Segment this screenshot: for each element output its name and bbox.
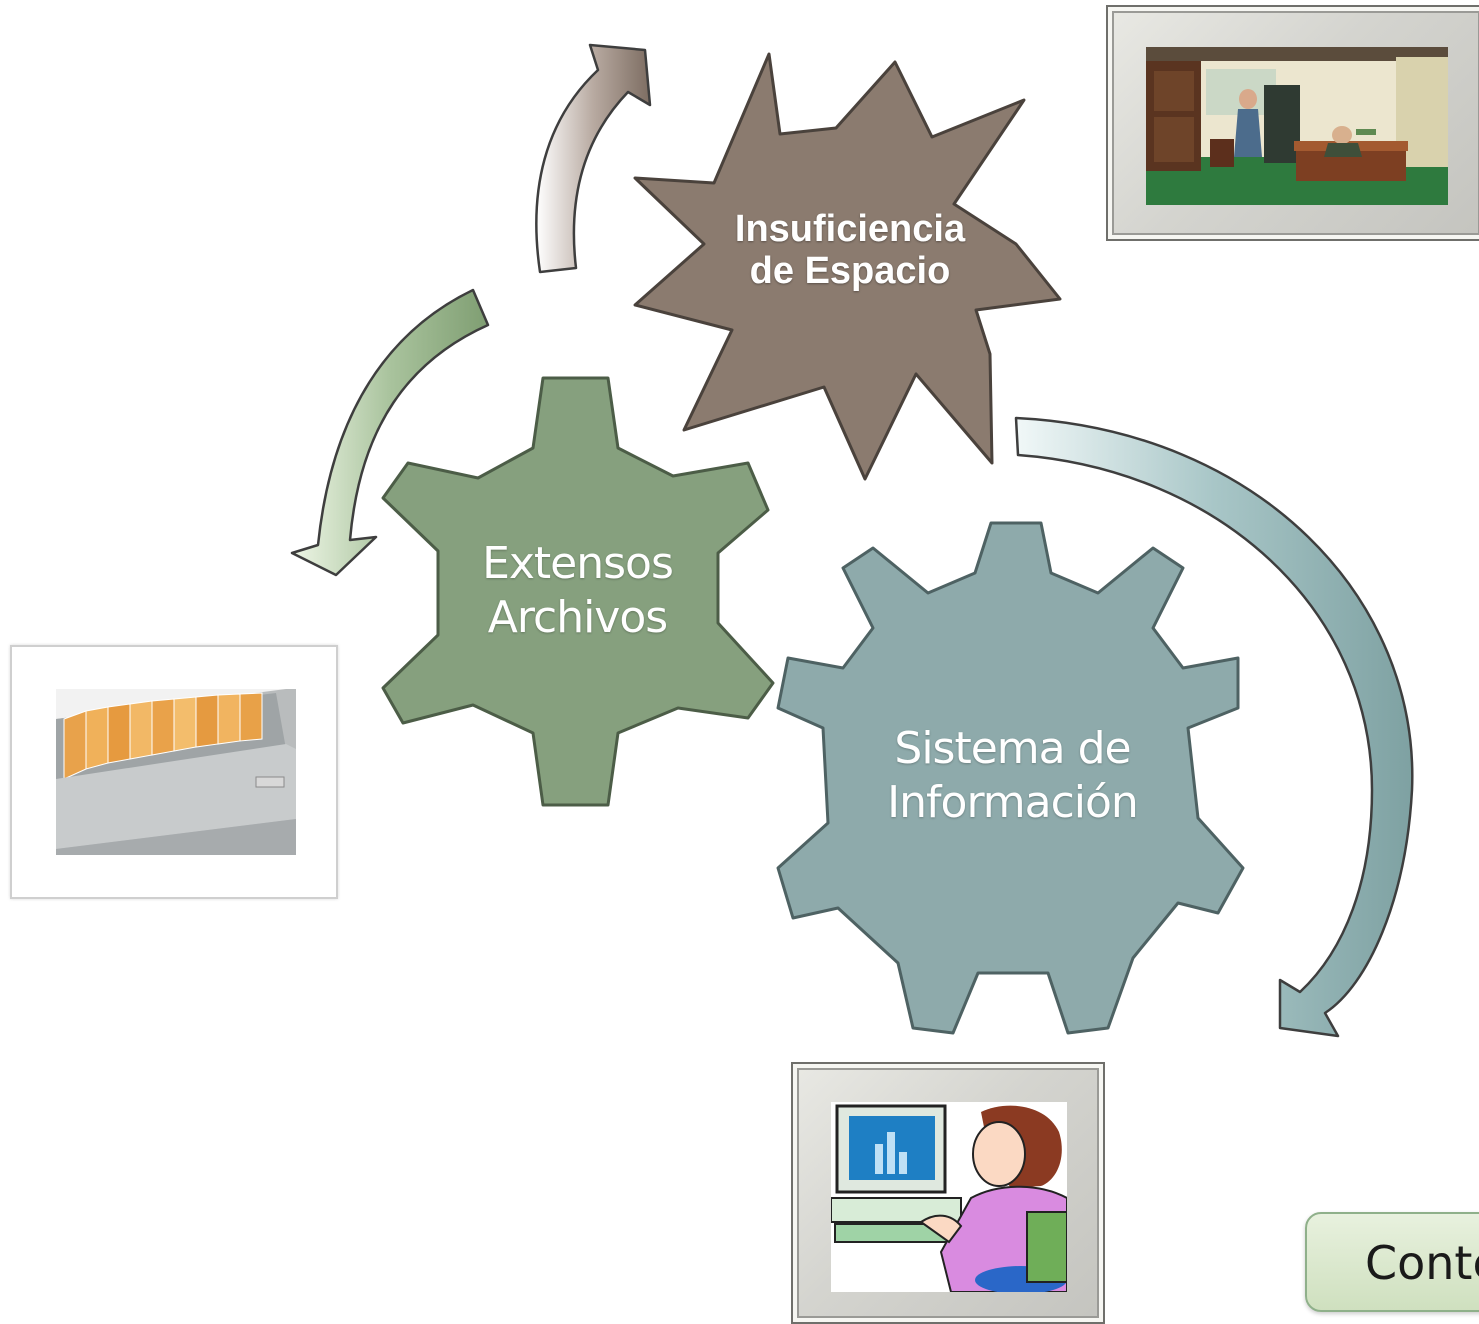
archives-line-1: Extensos (482, 538, 674, 589)
gear-label-archives: Extensos Archivos (450, 537, 705, 645)
continue-button-label: Conte (1365, 1236, 1479, 1290)
gear-shape-blue (776, 521, 1245, 1035)
office-scene-illustration (1146, 47, 1448, 205)
gear-label-space: Insuficiencia de Espacio (700, 208, 1000, 292)
person-at-computer-clipart (831, 1102, 1067, 1292)
gear-insuficiencia-espacio (633, 52, 1062, 481)
space-line-2: de Espacio (749, 250, 951, 292)
computer-user-picture-frame (791, 1062, 1105, 1324)
gear-label-system: Sistema de Información (850, 722, 1175, 830)
space-line-1: Insuficiencia (734, 208, 966, 250)
gear-shape-brown (633, 52, 1062, 481)
arrow-space-to-archives (290, 288, 490, 577)
system-line-1: Sistema de (894, 723, 1131, 774)
file-cabinet-drawer-photo (56, 689, 296, 855)
arrow-archives-to-space (535, 43, 652, 274)
file-drawer-picture-frame (10, 645, 338, 899)
system-line-2: Información (887, 777, 1139, 828)
arrow-space-to-system (1014, 416, 1414, 1038)
gear-extensos-archivos (381, 376, 775, 807)
gear-shape-green (381, 376, 775, 807)
gear-sistema-informacion (776, 521, 1245, 1035)
office-picture-frame (1106, 5, 1479, 241)
archives-line-2: Archivos (487, 592, 668, 643)
continue-button[interactable]: Conte (1305, 1212, 1479, 1312)
